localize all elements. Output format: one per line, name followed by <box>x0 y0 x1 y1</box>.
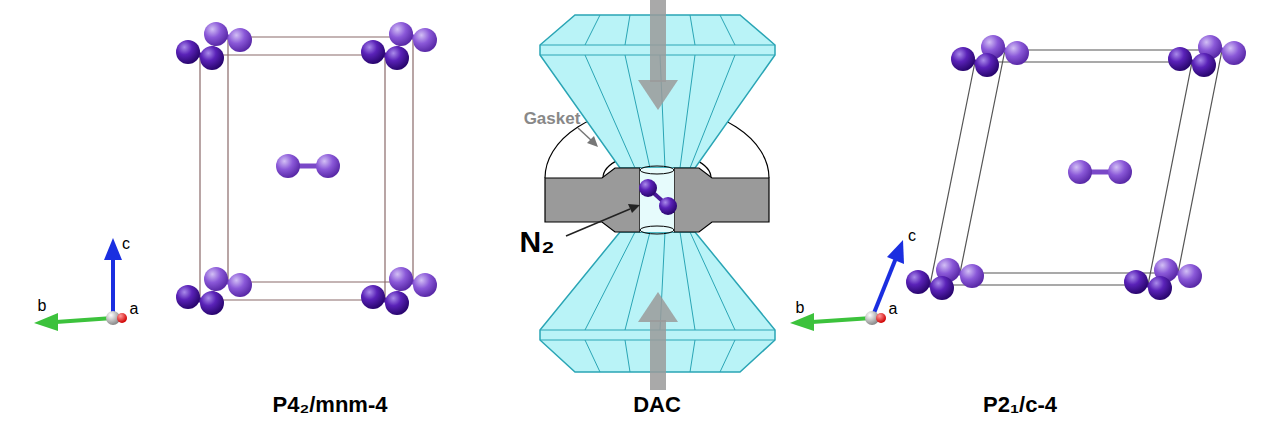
axis-label: a <box>889 301 898 317</box>
axis-label: c <box>122 236 130 252</box>
part-label: N₂ <box>520 227 555 257</box>
space-group-label: P2₁/c-4 <box>983 394 1057 416</box>
part-label: Gasket <box>524 110 581 127</box>
monoclinic-cell <box>906 35 1246 300</box>
diamond-anvil-cell <box>540 0 775 390</box>
axis-triad <box>790 240 904 331</box>
axis-label: b <box>38 298 47 314</box>
axis-label: a <box>130 301 139 317</box>
space-group-label: P4₂/mnm-4 <box>273 394 388 416</box>
tetragonal-cell <box>176 22 437 315</box>
axis-triad <box>34 238 127 331</box>
axis-label: b <box>796 300 805 316</box>
leader-line <box>566 128 640 236</box>
axis-label: c <box>908 228 916 244</box>
panel-label: DAC <box>633 394 681 416</box>
